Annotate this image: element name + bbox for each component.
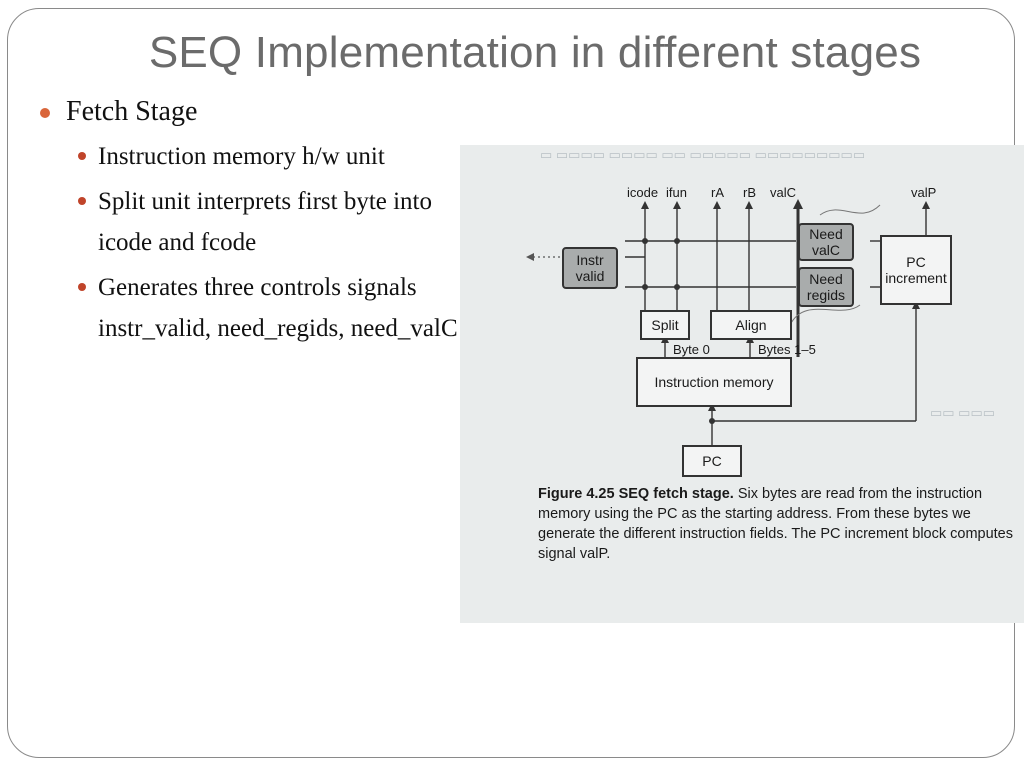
instr-valid-box: Instr valid bbox=[562, 247, 618, 289]
fetch-stage-figure: ▭ ▭▭▭▭ ▭▭▭▭ ▭▭ ▭▭▭▭▭ ▭▭▭▭▭▭▭▭▭ ▭▭ ▭▭▭ bbox=[460, 145, 1024, 623]
label-valP: valP bbox=[911, 185, 937, 200]
caption-text: Six bytes are read from the instruction … bbox=[538, 486, 1013, 562]
subbullet-instruction-memory: Instruction memory h/w unit bbox=[78, 136, 470, 177]
label-rA: rA bbox=[711, 185, 724, 200]
subbullet-split-unit: Split unit interprets first byte into ic… bbox=[78, 181, 470, 263]
subbullet-control-signals: Generates three controls signals instr_v… bbox=[78, 267, 470, 349]
bullet-list: Fetch Stage Instruction memory h/w unit … bbox=[40, 92, 470, 349]
slide-title: SEQ Implementation in different stages bbox=[148, 28, 922, 77]
label-icode: icode bbox=[627, 185, 659, 200]
split-box: Split bbox=[640, 310, 690, 340]
align-box: Align bbox=[710, 310, 792, 340]
need-regids-box: Need regids bbox=[798, 267, 854, 307]
caption-label: Figure 4.25 SEQ fetch stage. bbox=[538, 486, 734, 502]
label-ifun: ifun bbox=[666, 185, 687, 200]
bullet-fetch-stage: Fetch Stage bbox=[40, 92, 470, 132]
bleed-text: ▭▭ ▭▭▭ bbox=[930, 405, 996, 420]
figure-caption: Figure 4.25 SEQ fetch stage. Six bytes a… bbox=[538, 484, 1018, 564]
label-byte0: Byte 0 bbox=[673, 342, 710, 357]
pc-box: PC bbox=[682, 445, 742, 477]
label-rB: rB bbox=[743, 185, 756, 200]
label-valC: valC bbox=[770, 185, 797, 200]
bleed-text: ▭ ▭▭▭▭ ▭▭▭▭ ▭▭ ▭▭▭▭▭ ▭▭▭▭▭▭▭▭▭ bbox=[540, 147, 866, 162]
instruction-memory-box: Instruction memory bbox=[636, 357, 792, 407]
need-valc-box: Need valC bbox=[798, 223, 854, 261]
label-bytes-1-5: Bytes 1–5 bbox=[758, 342, 816, 357]
pc-increment-box: PC increment bbox=[880, 235, 952, 305]
